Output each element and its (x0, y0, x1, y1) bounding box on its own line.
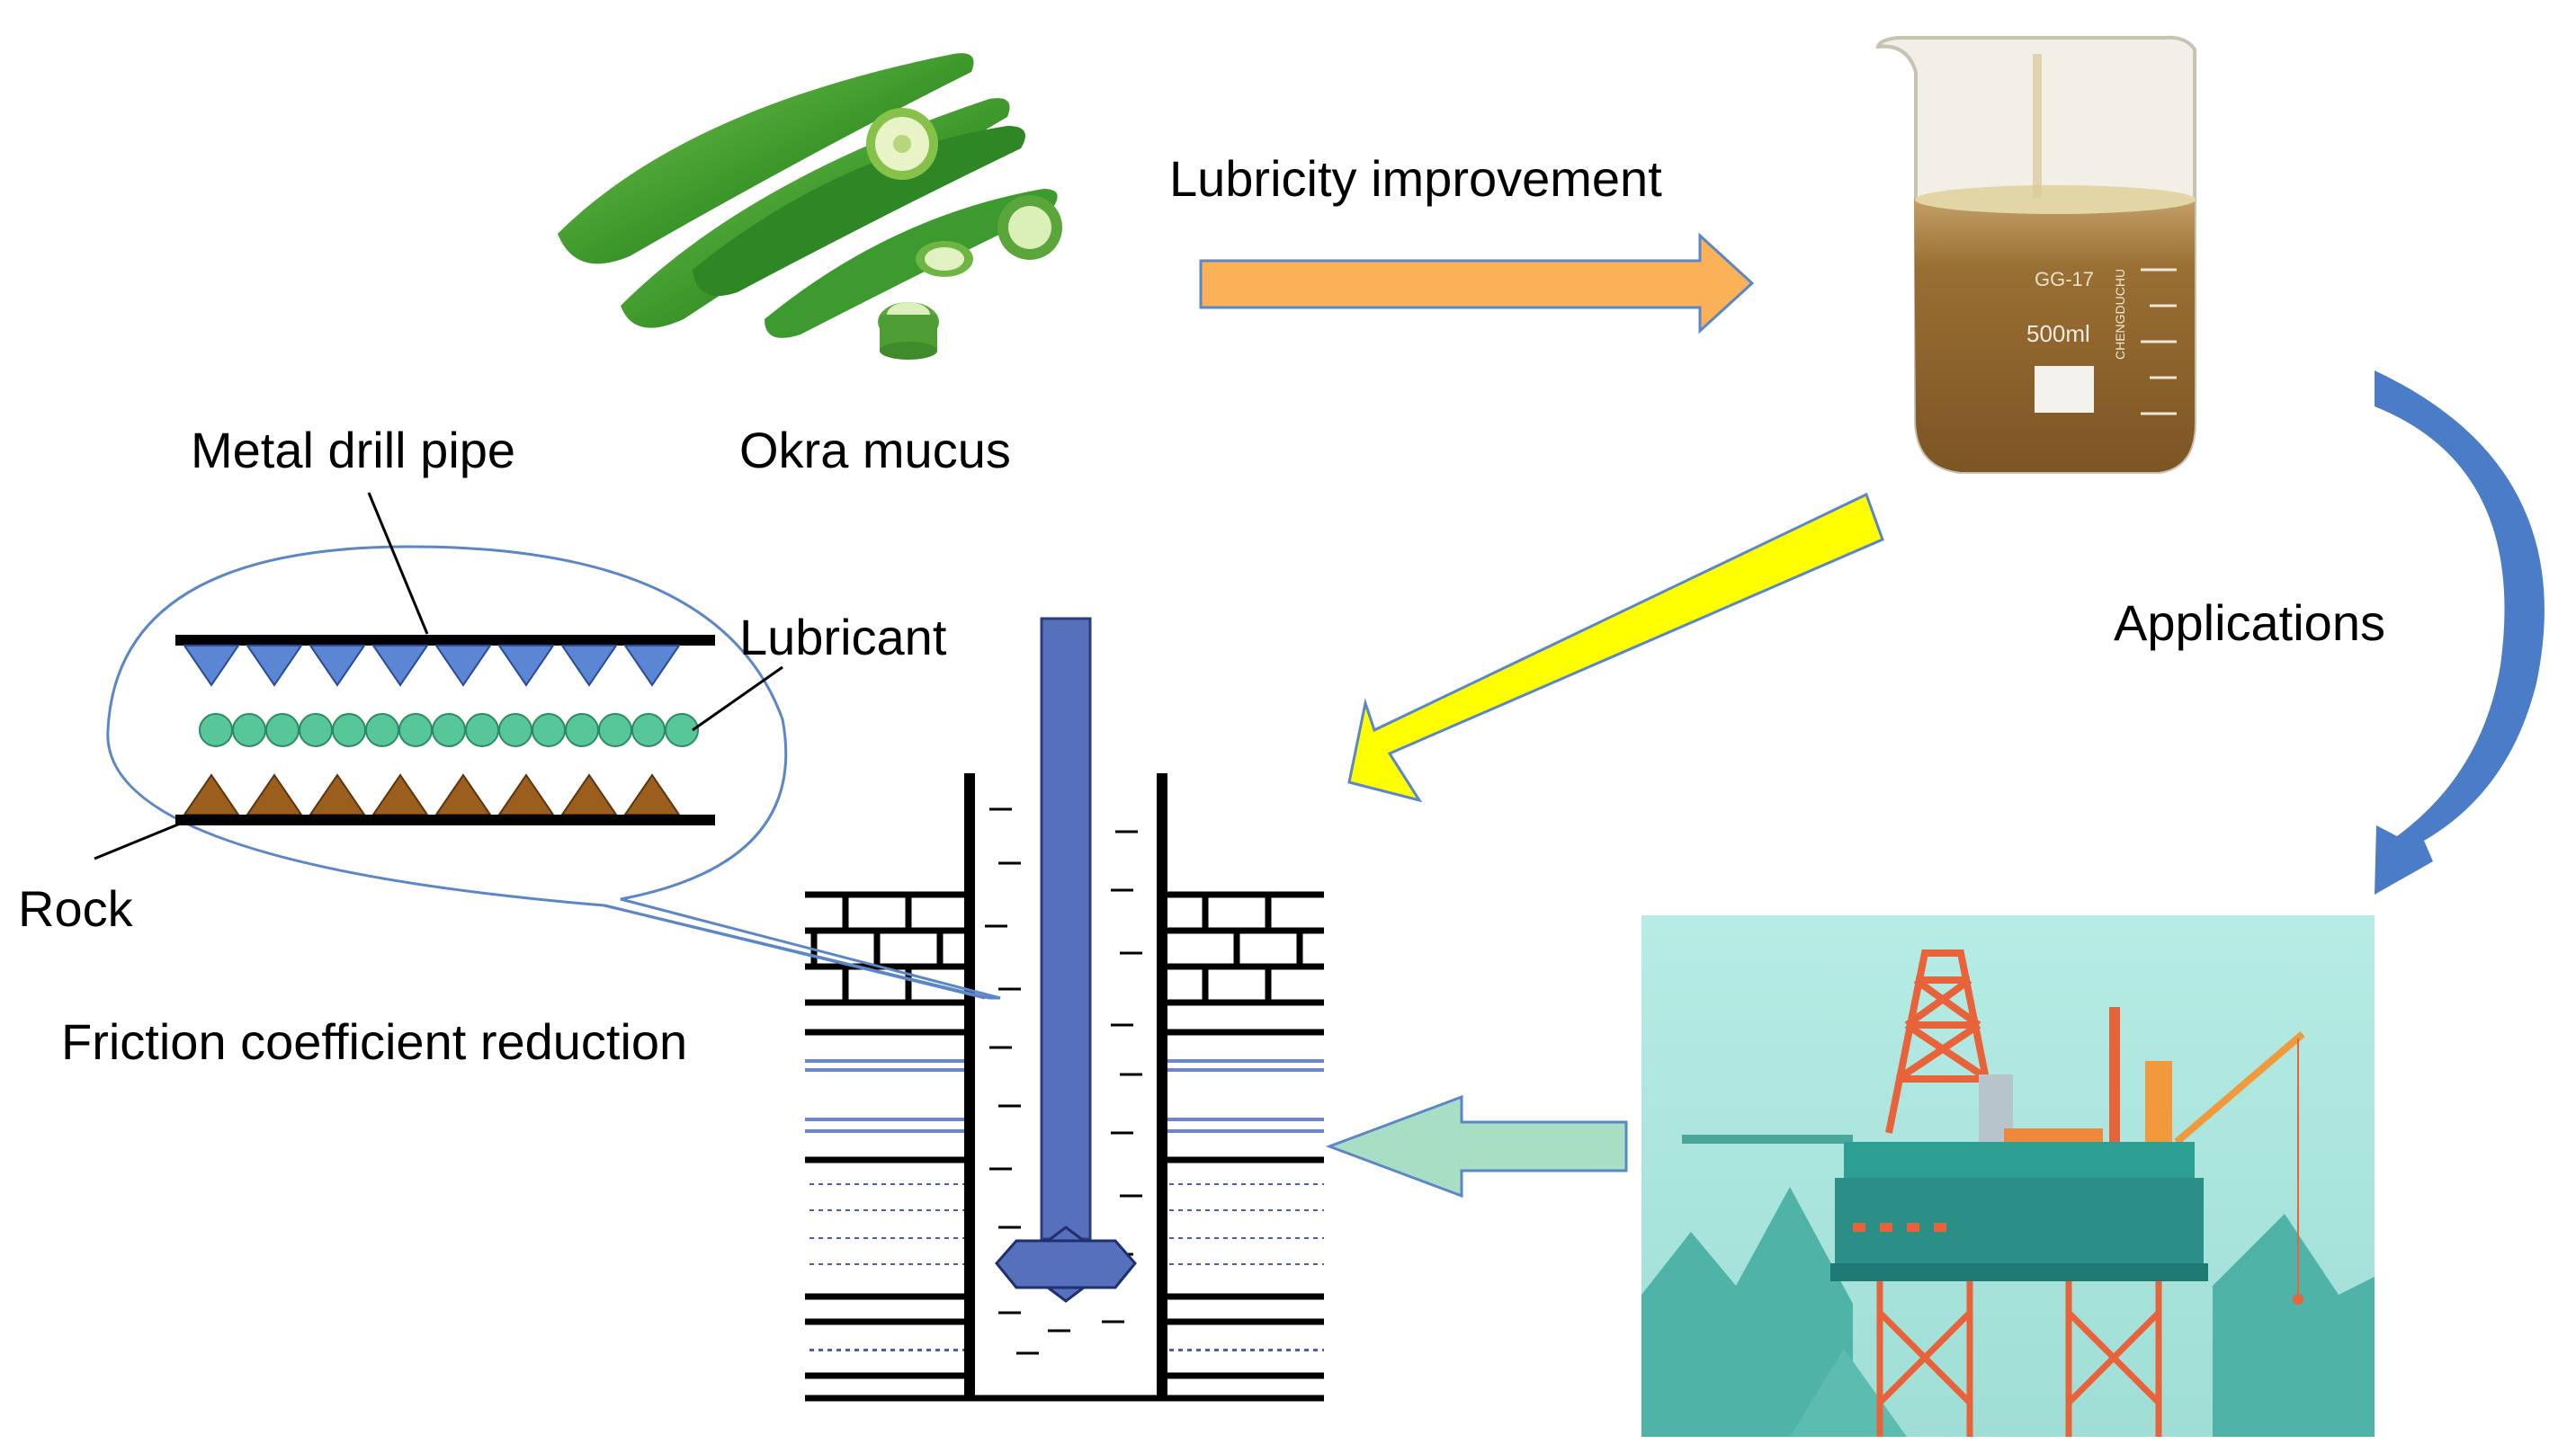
applications-arrow (2375, 370, 2545, 895)
drill-bit (995, 1239, 1137, 1289)
drill-pipe (1040, 617, 1092, 1241)
okra-label: Okra mucus (739, 422, 1011, 478)
lubricity-arrow (1199, 232, 1755, 334)
green-arrow (1325, 1094, 1628, 1199)
rock-leader (94, 818, 190, 860)
beaker-image: GG-17 500ml CHENGDUCHU (1875, 35, 2196, 474)
okra-image (558, 53, 1062, 360)
beaker-brand: GG-17 (2035, 268, 2094, 290)
rock-label: Rock (18, 880, 134, 937)
friction-label: Friction coefficient reduction (61, 1013, 687, 1070)
lubricity-label: Lubricity improvement (1169, 150, 1662, 207)
beaker-volume: 500ml (2026, 320, 2090, 347)
metal-pipe-label: Metal drill pipe (191, 422, 515, 478)
lubricant-label: Lubricant (739, 609, 947, 665)
metal-surface (175, 635, 715, 687)
beaker-maker: CHENGDUCHU (2113, 269, 2127, 360)
lubricant-beads (199, 713, 699, 747)
rock-surface (175, 773, 715, 825)
lubricant-leader (692, 665, 783, 732)
applications-label: Applications (2114, 594, 2385, 651)
wellbore-diagram (805, 617, 1324, 1402)
oil-rig-image (1641, 915, 2375, 1437)
metal-pipe-leader (367, 492, 429, 635)
yellow-arrow (1347, 492, 1884, 803)
